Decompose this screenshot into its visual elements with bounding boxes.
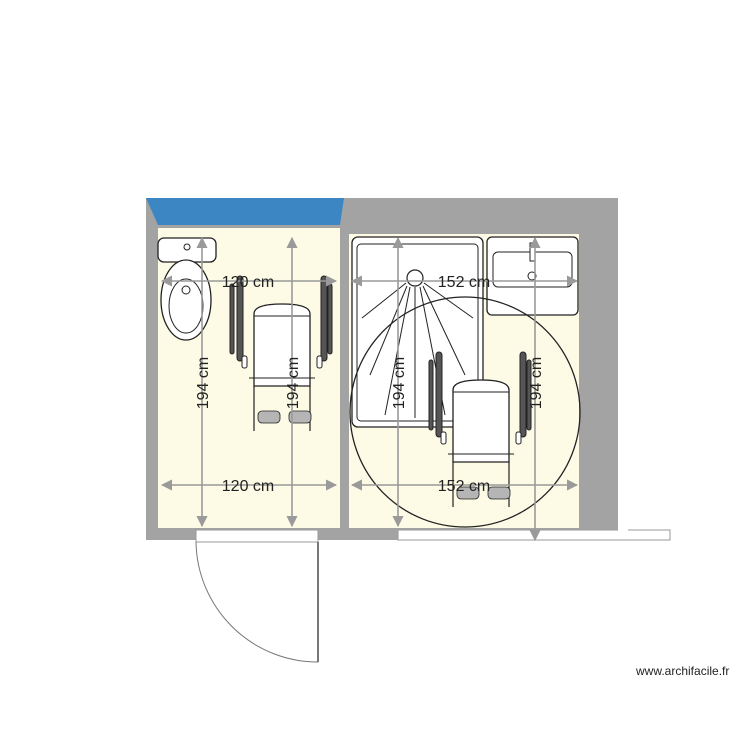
- toilet-width-bottom-label: 120 cm: [222, 478, 274, 495]
- shower-room-opening: [397, 529, 671, 541]
- right-edge-mask: [618, 198, 628, 538]
- wheelchair-turning-circle: [349, 296, 581, 528]
- shower-width-top-label: 152 cm: [438, 274, 490, 291]
- shower-width-bottom-label: 152 cm: [438, 478, 490, 495]
- shower-height-right-label: 194 cm: [528, 357, 545, 409]
- shower-height-left-label: 194 cm: [391, 357, 408, 409]
- toilet-door-opening: [195, 529, 319, 543]
- toilet-height-left-label: 194 cm: [195, 357, 212, 409]
- toilet-door-swing: [195, 541, 319, 663]
- credit-link[interactable]: www.archifacile.fr: [636, 664, 730, 678]
- window-top-left: [146, 198, 344, 225]
- toilet-width-top-label: 120 cm: [222, 274, 274, 291]
- toilet-height-right-label: 194 cm: [285, 357, 302, 409]
